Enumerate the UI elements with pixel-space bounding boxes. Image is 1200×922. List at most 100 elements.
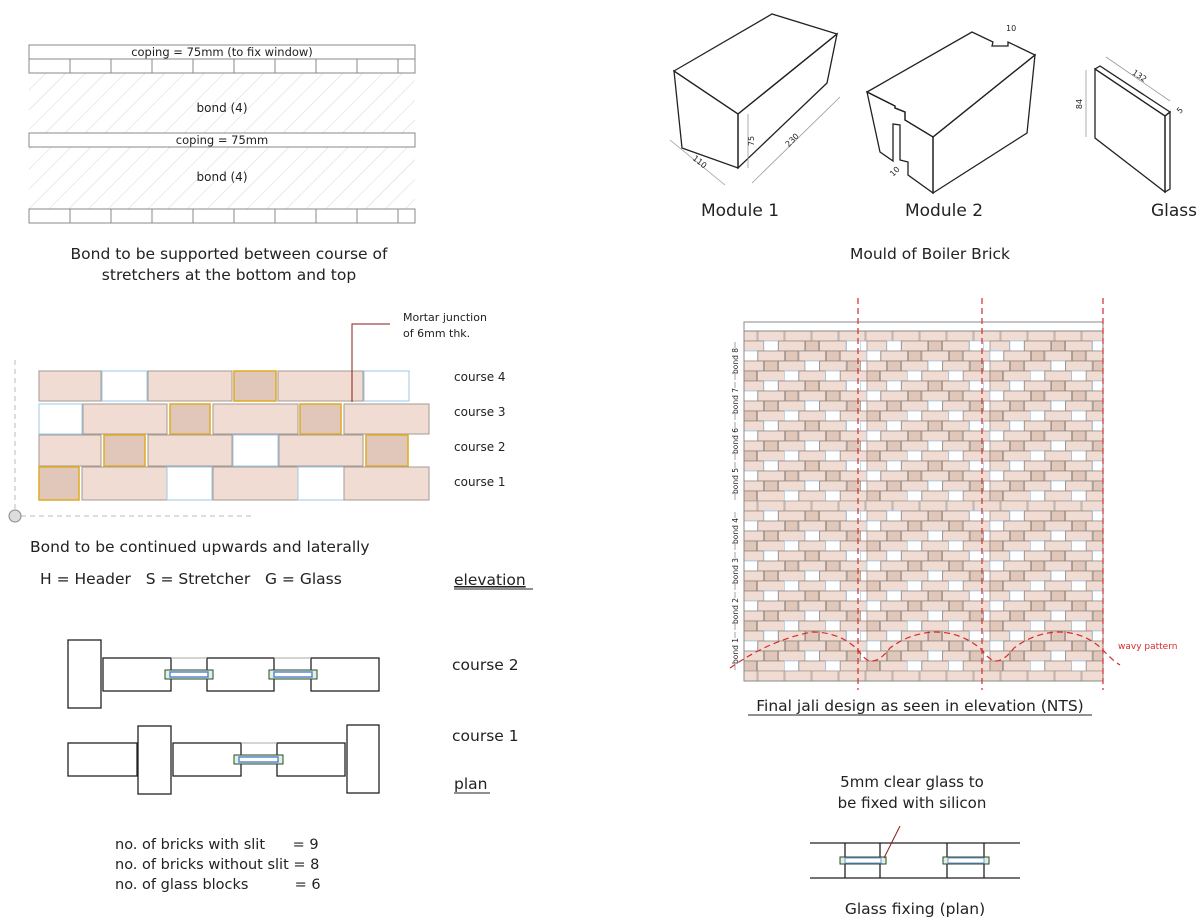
stretcher-brick xyxy=(1168,621,1195,631)
header-brick xyxy=(989,490,1003,502)
stretcher-brick xyxy=(921,490,950,502)
header-brick xyxy=(825,560,840,572)
stretcher-brick xyxy=(1113,441,1133,451)
stretcher-brick xyxy=(151,58,194,74)
glass-block xyxy=(1113,601,1127,611)
stretcher-brick xyxy=(778,420,806,432)
header-brick xyxy=(1195,431,1200,441)
glass-block xyxy=(1174,361,1188,371)
stretcher-brick xyxy=(744,550,764,562)
glass-block xyxy=(886,420,902,432)
header-brick xyxy=(989,540,1003,552)
stretcher-brick xyxy=(962,600,991,612)
header-brick xyxy=(825,600,840,612)
stretcher-brick xyxy=(1127,581,1154,591)
stretcher-brick xyxy=(989,440,1010,452)
header-brick xyxy=(1010,610,1024,622)
stretcher-brick xyxy=(798,660,827,672)
stretcher-brick xyxy=(901,400,929,412)
stretcher-brick xyxy=(1113,381,1133,391)
count-plain-bricks: no. of bricks without slit = 8 xyxy=(115,857,319,873)
stretcher-brick xyxy=(343,403,430,435)
stretcher-brick xyxy=(1065,510,1093,522)
stretcher-brick xyxy=(901,610,929,622)
glass-block xyxy=(744,350,758,362)
header-brick xyxy=(989,410,1003,422)
stretcher-brick xyxy=(798,620,827,632)
stretcher-brick xyxy=(1147,421,1173,431)
stretcher-brick xyxy=(1127,521,1153,531)
stretcher-brick xyxy=(819,650,847,662)
stretcher-brick xyxy=(1085,350,1103,362)
stretcher-brick xyxy=(866,340,887,352)
glass-block xyxy=(948,540,964,552)
stretcher-brick xyxy=(1188,591,1200,601)
stretcher-brick xyxy=(942,340,970,352)
glass-block xyxy=(1009,510,1025,522)
stretcher-brick xyxy=(1044,430,1073,442)
header-brick xyxy=(169,403,211,435)
glass-block xyxy=(1174,531,1188,541)
header-brick xyxy=(1030,560,1045,572)
glass-block xyxy=(948,620,964,632)
bond-label: bond 6 xyxy=(731,428,740,454)
stretcher-brick xyxy=(1085,450,1103,462)
stretcher-brick xyxy=(1188,341,1200,351)
header-brick xyxy=(948,350,963,362)
stretcher-brick xyxy=(989,480,1010,492)
stretcher-brick xyxy=(1024,440,1052,452)
stretcher-brick xyxy=(1024,550,1052,562)
glass-block xyxy=(1050,440,1066,452)
stretcher-brick xyxy=(866,610,887,622)
glass-block xyxy=(1113,351,1127,361)
glass-block xyxy=(1092,380,1103,392)
stretcher-brick xyxy=(1003,560,1031,572)
stretcher-brick xyxy=(1065,400,1093,412)
stretcher-brick xyxy=(942,650,970,662)
stretcher-brick xyxy=(866,570,887,582)
header-brick xyxy=(1134,401,1147,411)
stretcher-brick xyxy=(757,370,785,382)
stretcher-brick xyxy=(1168,371,1195,381)
glass-block xyxy=(763,420,779,432)
stretcher-brick xyxy=(1147,461,1173,471)
stretcher-brick xyxy=(1024,590,1052,602)
glass-block xyxy=(1092,590,1103,602)
stretcher-brick xyxy=(880,390,908,402)
stretcher-brick xyxy=(921,560,950,572)
glass-block xyxy=(866,640,881,652)
glass-block xyxy=(948,410,964,422)
stretcher-brick xyxy=(989,570,1010,582)
stretcher-brick xyxy=(880,580,908,592)
glass-face xyxy=(1094,67,1166,194)
glass-block xyxy=(907,490,922,502)
header-brick xyxy=(1195,601,1200,611)
stretcher-brick xyxy=(919,500,947,512)
glass-block xyxy=(886,460,902,472)
stretcher-brick xyxy=(1024,570,1052,582)
header-brick xyxy=(825,390,840,402)
header-brick xyxy=(1030,520,1045,532)
stretcher-brick xyxy=(274,58,317,74)
stretcher-brick xyxy=(880,520,908,532)
header-brick xyxy=(969,610,984,622)
stretcher-brick xyxy=(839,470,868,482)
stretcher-brick xyxy=(1003,520,1031,532)
stretcher-brick xyxy=(866,420,887,432)
stretcher-brick xyxy=(962,520,991,532)
glass-block xyxy=(886,550,902,562)
header-brick xyxy=(1071,560,1086,572)
stretcher-brick xyxy=(866,440,887,452)
stretcher-brick xyxy=(1027,500,1055,512)
bond-label: bond 7 xyxy=(731,388,740,414)
stretcher-brick xyxy=(1027,670,1055,681)
header-brick xyxy=(1092,650,1103,662)
coping-middle-label: coping = 75mm xyxy=(176,133,268,147)
stretcher-brick xyxy=(1127,471,1153,481)
glass-block xyxy=(927,650,943,662)
header-brick xyxy=(1175,551,1188,561)
stretcher-brick xyxy=(1147,401,1173,411)
glass-block xyxy=(1133,341,1147,351)
stretcher-brick xyxy=(1003,430,1031,442)
stretcher-brick xyxy=(901,510,929,522)
